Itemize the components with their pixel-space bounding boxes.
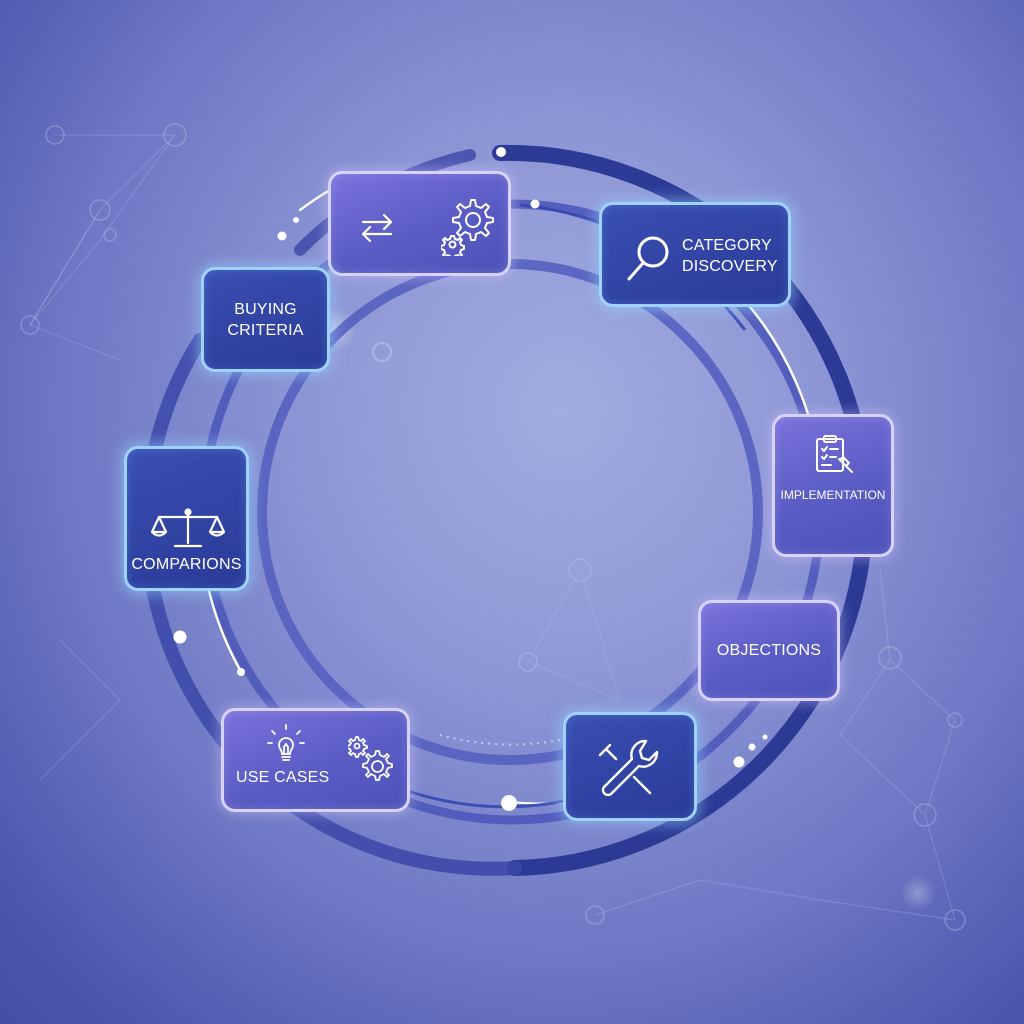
network-nodes [20, 123, 966, 931]
clipboard-checklist-icon [813, 433, 857, 477]
inner-ring [257, 259, 763, 765]
magnifier-icon [624, 233, 672, 285]
swap-arrows-icon [355, 210, 399, 246]
node-category-discovery-label-line2: DISCOVERY [682, 258, 778, 275]
node-objections-label: OBJECTIONS [716, 642, 822, 659]
node-category-discovery[interactable]: CATEGORY DISCOVERY [599, 202, 791, 307]
node-implementation[interactable]: IMPLEMENTATION [772, 414, 894, 557]
node-use-cases-label: USE CASES [236, 769, 330, 786]
gears-icon [441, 196, 499, 256]
node-use-cases[interactable]: USE CASES [221, 708, 410, 812]
node-implementation-label: IMPLEMENTATION [780, 488, 886, 502]
gears-icon [348, 735, 396, 785]
node-integration[interactable] [328, 171, 511, 276]
balance-scale-icon [151, 507, 225, 549]
node-buying-criteria-label-line1: BUYING [234, 300, 297, 318]
node-buying-criteria[interactable]: BUYING CRITERIA [201, 267, 330, 372]
node-buying-criteria-label-line2: CRITERIA [227, 321, 304, 339]
lightbulb-icon [266, 723, 306, 765]
node-category-discovery-label-line1: CATEGORY [682, 237, 772, 254]
network-lines [29, 134, 956, 921]
node-tools[interactable] [563, 712, 697, 821]
ring-dots [173, 147, 768, 811]
node-objections[interactable]: OBJECTIONS [698, 600, 840, 701]
wrench-icon [594, 735, 664, 801]
node-comparisons-label: COMPARIONS [131, 556, 242, 573]
node-comparisons[interactable]: COMPARIONS [124, 446, 249, 591]
